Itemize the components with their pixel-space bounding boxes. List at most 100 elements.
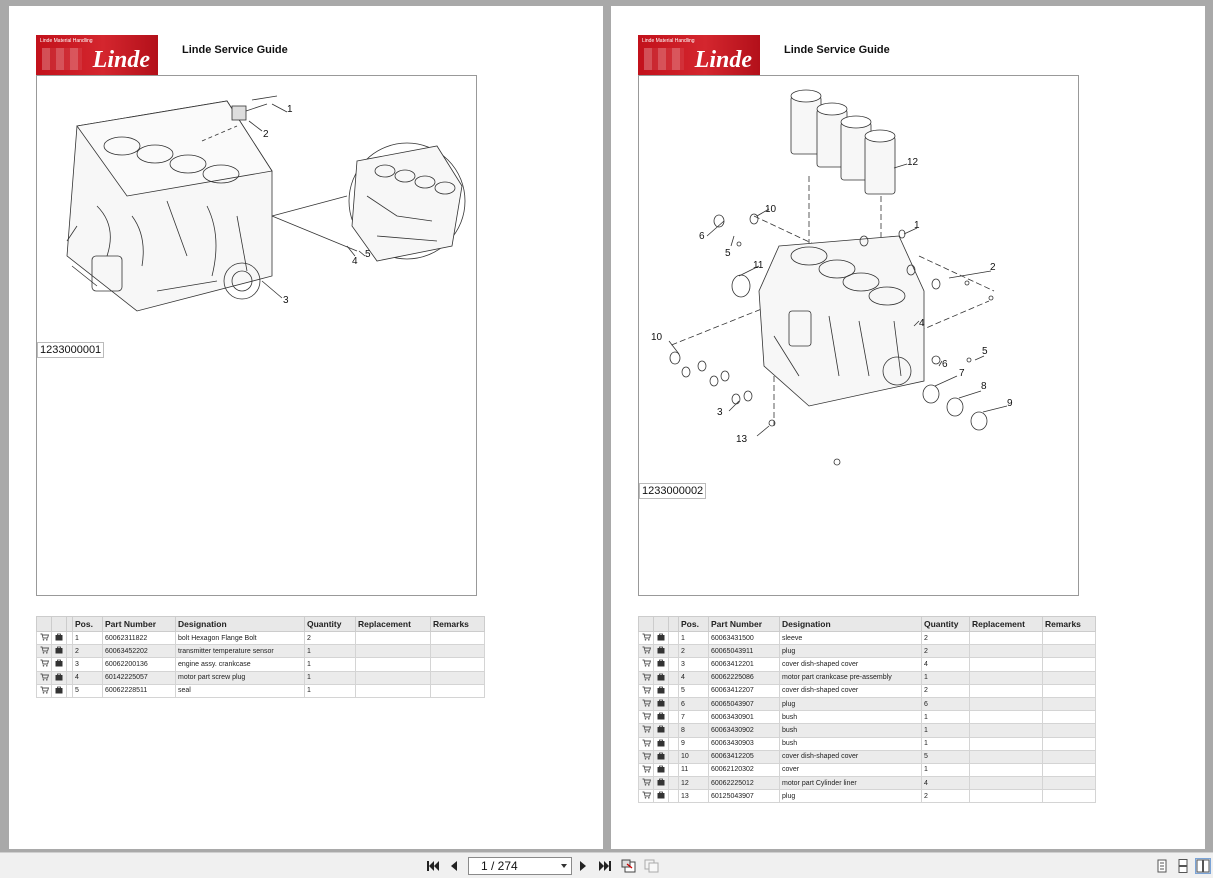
cell-designation: plug [779,696,922,712]
cell-pos: 1 [678,630,709,646]
add-to-order-button[interactable] [51,670,67,685]
cell-remarks [430,630,485,646]
add-to-order-button[interactable] [51,644,67,659]
bag-icon [55,686,63,696]
add-to-order-button[interactable] [653,670,669,685]
cell-designation: engine assy. crankcase [175,657,305,672]
add-to-order-button[interactable] [653,657,669,672]
last-page-icon [599,861,611,871]
cell-pos: 5 [72,683,103,698]
add-to-order-button[interactable] [51,683,67,698]
add-to-cart-button[interactable] [36,630,52,646]
add-to-order-button[interactable] [653,762,669,778]
col-remarks: Remarks [430,616,485,632]
add-to-order-button[interactable] [653,789,669,804]
add-to-order-button[interactable] [653,644,669,659]
add-to-cart-button[interactable] [638,630,654,646]
cell-remarks [430,683,485,698]
bag-icon [657,633,665,643]
cell-replacement [969,683,1043,698]
previous-page-button[interactable] [446,858,462,874]
add-to-order-button[interactable] [653,736,669,751]
two-page-view-button[interactable] [1195,858,1211,874]
cell-pos: 12 [678,776,709,791]
add-to-cart-button[interactable] [638,749,654,764]
cell-replacement [355,644,431,659]
cell-quantity: 1 [921,736,970,751]
cell-replacement [969,789,1043,804]
add-to-cart-button[interactable] [638,683,654,698]
cell-part-number: 60063412201 [708,657,780,672]
callout-5: 5 [982,346,988,357]
add-to-cart-button[interactable] [638,762,654,778]
add-to-order-button[interactable] [51,657,67,672]
add-to-order-button[interactable] [653,683,669,698]
add-to-cart-button[interactable] [36,657,52,672]
cell-designation: motor part screw plug [175,670,305,685]
page-number-select[interactable]: 1 / 274 [468,857,572,875]
add-to-cart-button[interactable] [638,789,654,804]
cell-part-number: 60062311822 [102,630,176,646]
cell-replacement [969,710,1043,725]
cell-remarks [1042,736,1096,751]
first-page-button[interactable] [425,858,441,874]
single-page-view-button[interactable] [1154,858,1170,874]
continuous-view-icon [1178,859,1188,873]
cell-designation: bush [779,710,922,725]
add-to-order-button[interactable] [653,696,669,712]
bag-icon [657,660,665,669]
extract-page-icon [621,859,636,873]
callout-10: 10 [651,332,663,343]
cell-quantity: 1 [921,723,970,738]
add-to-cart-button[interactable] [638,644,654,659]
cell-part-number: 60063452202 [102,644,176,659]
add-to-order-button[interactable] [653,630,669,646]
cell-quantity: 1 [304,683,356,698]
last-page-button[interactable] [597,858,613,874]
col-designation: Designation [779,616,922,632]
add-to-order-button[interactable] [653,776,669,791]
cart-icon [642,752,651,762]
add-to-order-button[interactable] [653,710,669,725]
cell-remarks [1042,723,1096,738]
continuous-view-button[interactable] [1175,858,1191,874]
add-to-cart-button[interactable] [638,696,654,712]
cell-replacement [969,762,1043,778]
add-to-order-button[interactable] [51,630,67,646]
add-to-cart-button[interactable] [638,736,654,751]
copy-page-button[interactable] [644,858,660,874]
cart-icon [642,725,651,735]
cell-remarks [1042,644,1096,659]
add-to-cart-button[interactable] [638,776,654,791]
cart-icon [40,633,49,643]
bag-icon [657,699,665,709]
add-to-cart-button[interactable] [638,670,654,685]
cell-part-number: 60062225086 [708,670,780,685]
extract-page-button[interactable] [621,858,637,874]
add-to-order-button[interactable] [653,723,669,738]
add-to-order-button[interactable] [653,749,669,764]
exploded-view-figure: 12 10 1 6 5 11 2 4 10 5 6 7 8 9 3 13 123… [638,75,1079,596]
col-designation: Designation [175,616,305,632]
first-page-icon [427,861,439,871]
add-to-cart-button[interactable] [638,657,654,672]
add-to-cart-button[interactable] [638,710,654,725]
bag-icon [55,633,63,643]
cell-quantity: 2 [921,683,970,698]
add-to-cart-button[interactable] [638,723,654,738]
callout-2: 2 [263,129,269,140]
cart-icon [642,660,651,669]
cell-remarks [1042,683,1096,698]
add-to-cart-button[interactable] [36,670,52,685]
add-to-cart-button[interactable] [36,644,52,659]
cell-designation: sleeve [779,630,922,646]
add-to-cart-button[interactable] [36,683,52,698]
next-page-button[interactable] [575,858,591,874]
cell-pos: 3 [678,657,709,672]
col-replacement: Replacement [969,616,1043,632]
